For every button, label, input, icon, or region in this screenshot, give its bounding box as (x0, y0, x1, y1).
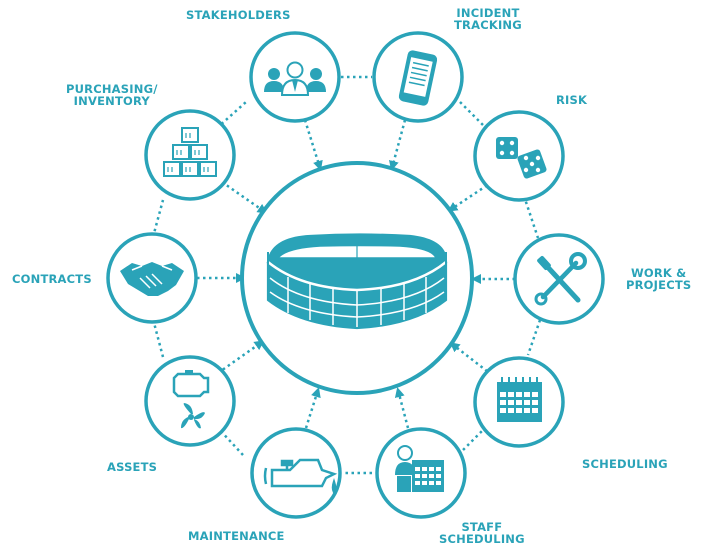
node-scheduling (473, 356, 565, 448)
oil-can-icon (263, 458, 338, 495)
label-incident-tracking: INCIDENT TRACKING (454, 6, 522, 32)
arrow-purchasing (221, 180, 268, 214)
arrow-scheduling (449, 342, 493, 376)
arrow-maintenance (304, 387, 321, 429)
arrow-assets (217, 340, 265, 375)
people-icon (264, 61, 326, 96)
label-maintenance: MAINTENANCE (188, 529, 285, 543)
label-scheduling: SCHEDULING (582, 457, 668, 471)
stadium-icon (266, 233, 448, 330)
tools-icon (534, 252, 587, 306)
arrows-to-center (197, 119, 515, 429)
label-assets: ASSETS (107, 460, 158, 474)
ring-connectors (151, 75, 542, 475)
arrow-staff (394, 387, 410, 429)
arrow-stakeholders (303, 119, 323, 171)
node-risk (473, 110, 565, 202)
engine-fan-icon (172, 370, 210, 429)
label-staff-scheduling: STAFF SCHEDULING (439, 520, 525, 546)
label-contracts: CONTRACTS (12, 272, 92, 286)
node-contracts (106, 232, 198, 324)
center-node (240, 161, 474, 395)
staff-calendar-icon (395, 445, 444, 492)
calendar-icon (497, 377, 542, 422)
node-work-projects (513, 233, 605, 325)
label-stakeholders: STAKEHOLDERS (186, 8, 291, 22)
arrow-risk (447, 180, 493, 212)
label-purchasing-inventory: PURCHASING/ INVENTORY (66, 82, 158, 108)
boxes-icon (163, 127, 217, 177)
arrow-incident (389, 119, 407, 171)
node-maintenance (250, 427, 342, 519)
node-incident-tracking (372, 31, 464, 123)
label-work-projects: WORK & PROJECTS (626, 266, 692, 292)
node-assets (144, 355, 236, 447)
label-risk: RISK (556, 93, 588, 107)
dice-icon (496, 137, 547, 179)
handshake-icon (120, 262, 184, 296)
smartphone-icon (398, 50, 438, 106)
node-stakeholders (249, 31, 341, 123)
node-staff-scheduling (375, 427, 467, 519)
node-purchasing-inventory (144, 109, 236, 201)
